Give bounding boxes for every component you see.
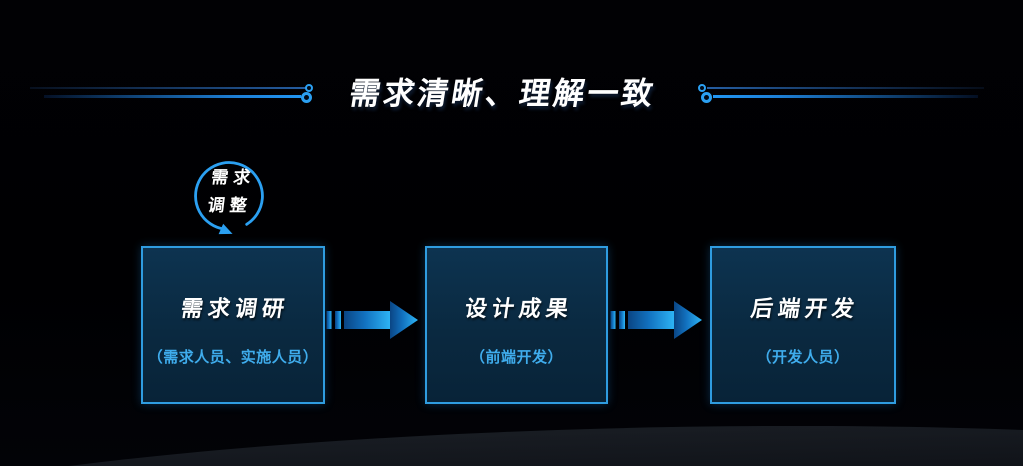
- loop-badge-line2: 调整: [206, 196, 254, 215]
- background-glow-left: [140, 396, 540, 466]
- circle-ring-icon: [301, 92, 312, 103]
- header-line-left-thick: [44, 95, 301, 98]
- header-line-right-thin: [707, 87, 984, 89]
- header-line-left-thin: [30, 87, 307, 89]
- flow-box-subtitle: （前端开发）: [469, 349, 563, 366]
- flow-box-subtitle: （需求人员、实施人员）: [147, 349, 319, 366]
- flow-box-backend-dev: 后端开发 （开发人员）: [710, 246, 896, 404]
- circle-ring-icon: [698, 84, 706, 92]
- page-title-text: 需求清晰、理解一致: [346, 76, 659, 111]
- flow-box-title: 设计成果: [463, 296, 575, 321]
- circle-ring-icon: [305, 84, 313, 92]
- right-arrow-icon: [610, 301, 702, 339]
- flow-box-requirement-research: 需求调研 （需求人员、实施人员）: [141, 246, 325, 404]
- circular-arrow-icon: [194, 161, 264, 235]
- page-title: 需求清晰、理解一致: [312, 68, 694, 113]
- flow-box-subtitle: （开发人员）: [756, 349, 850, 366]
- header-line-right-thick: [713, 95, 978, 98]
- loop-badge: 需求 调整: [185, 149, 273, 243]
- circle-ring-icon: [701, 92, 712, 103]
- right-arrow-icon: [326, 301, 418, 339]
- flow-box-title: 需求调研: [179, 296, 292, 321]
- flow-box-title: 后端开发: [749, 296, 862, 321]
- loop-badge-label: 需求 调整: [182, 164, 277, 220]
- flow-box-design-result: 设计成果 （前端开发）: [425, 246, 608, 404]
- loop-badge-line1: 需求: [210, 168, 257, 187]
